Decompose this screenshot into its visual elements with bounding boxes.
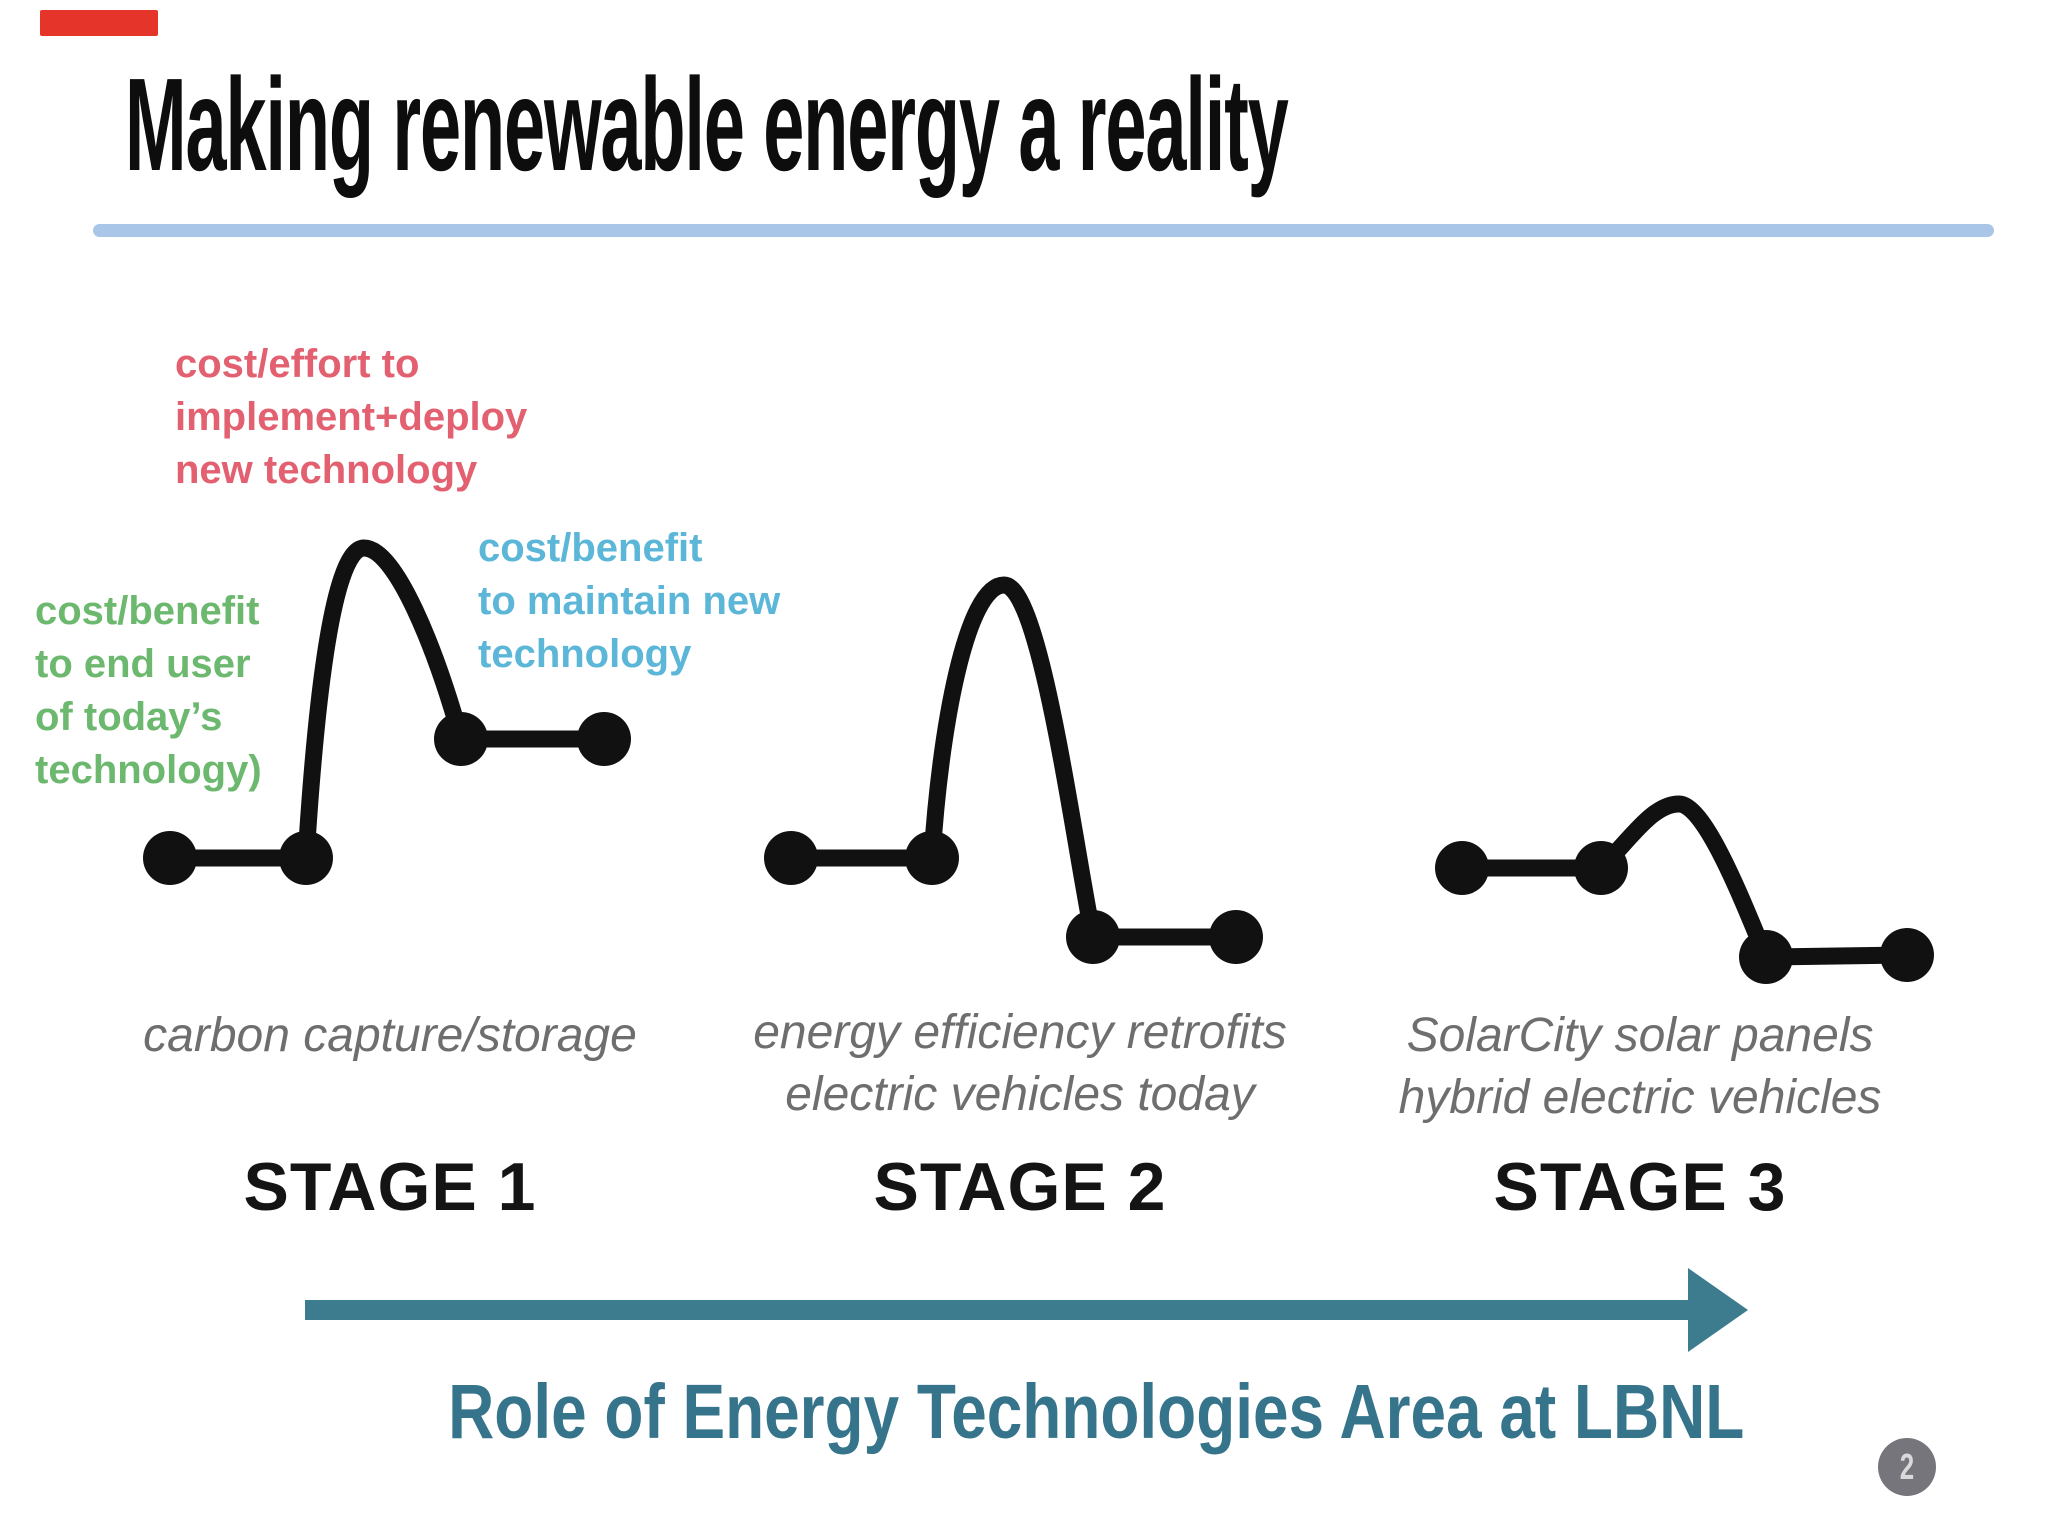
stage3-label: STAGE 3: [1493, 1149, 1787, 1225]
timeline-arrow-head: [1688, 1268, 1748, 1352]
annotation-cost-benefit-maintain: cost/benefit to maintain new technology: [478, 522, 780, 681]
annotation-line: cost/effort to: [175, 342, 420, 386]
annotation-line: cost/benefit: [478, 526, 703, 570]
data-point-dot: [434, 712, 488, 766]
stage1-label: STAGE 1: [243, 1149, 537, 1225]
caption-line: carbon capture/storage: [143, 1009, 637, 1062]
annotation-line: new technology: [175, 448, 478, 492]
caption-line: hybrid electric vehicles: [1398, 1071, 1882, 1124]
annotation-cost-benefit-today: cost/benefit to end user of today’s tech…: [35, 585, 262, 797]
data-point-dot: [1574, 841, 1628, 895]
caption-line: electric vehicles today: [785, 1068, 1255, 1121]
data-point-dot: [1209, 910, 1263, 964]
annotation-cost-effort: cost/effort to implement+deploy new tech…: [175, 338, 527, 497]
stage3-curve-path: [1453, 795, 1916, 966]
slide-title: Making renewable energy a reality: [125, 51, 1289, 198]
title-underline-rule: [93, 224, 1994, 237]
annotation-line: technology): [35, 748, 262, 792]
stage3-caption: SolarCity solar panels hybrid electric v…: [1380, 1005, 1900, 1129]
annotation-line: technology: [478, 632, 692, 676]
data-point-dot: [1880, 928, 1934, 982]
stage2-caption: energy efficiency retrofits electric veh…: [740, 1002, 1300, 1126]
caption-line: SolarCity solar panels: [1406, 1009, 1874, 1062]
page-number-badge: 2: [1878, 1438, 1936, 1496]
stage1-curve-path: [161, 539, 613, 867]
timeline-arrow-shaft: [305, 1300, 1690, 1320]
data-point-dot: [1739, 930, 1793, 984]
data-point-dot: [764, 831, 818, 885]
stage2-curve: [764, 576, 1263, 964]
data-point-dot: [905, 831, 959, 885]
data-point-dot: [1066, 910, 1120, 964]
data-point-dot: [1435, 841, 1489, 895]
annotation-line: implement+deploy: [175, 395, 528, 439]
annotation-line: cost/benefit: [35, 589, 260, 633]
data-point-dot: [577, 712, 631, 766]
stage2-label: STAGE 2: [873, 1149, 1167, 1225]
red-corner-mark: [40, 10, 158, 36]
stage1-curve: [143, 539, 631, 885]
role-label: Role of Energy Technologies Area at LBNL: [448, 1369, 1745, 1455]
annotation-line: to maintain new: [478, 579, 781, 623]
annotation-line: to end user: [35, 642, 251, 686]
data-point-dot: [279, 831, 333, 885]
caption-line: energy efficiency retrofits: [753, 1006, 1287, 1059]
page-number: 2: [1899, 1446, 1915, 1487]
stage1-caption: carbon capture/storage: [110, 1005, 670, 1067]
stage3-curve: [1435, 795, 1934, 984]
data-point-dot: [143, 831, 197, 885]
stage2-curve-path: [782, 576, 1245, 946]
annotation-line: of today’s: [35, 695, 223, 739]
